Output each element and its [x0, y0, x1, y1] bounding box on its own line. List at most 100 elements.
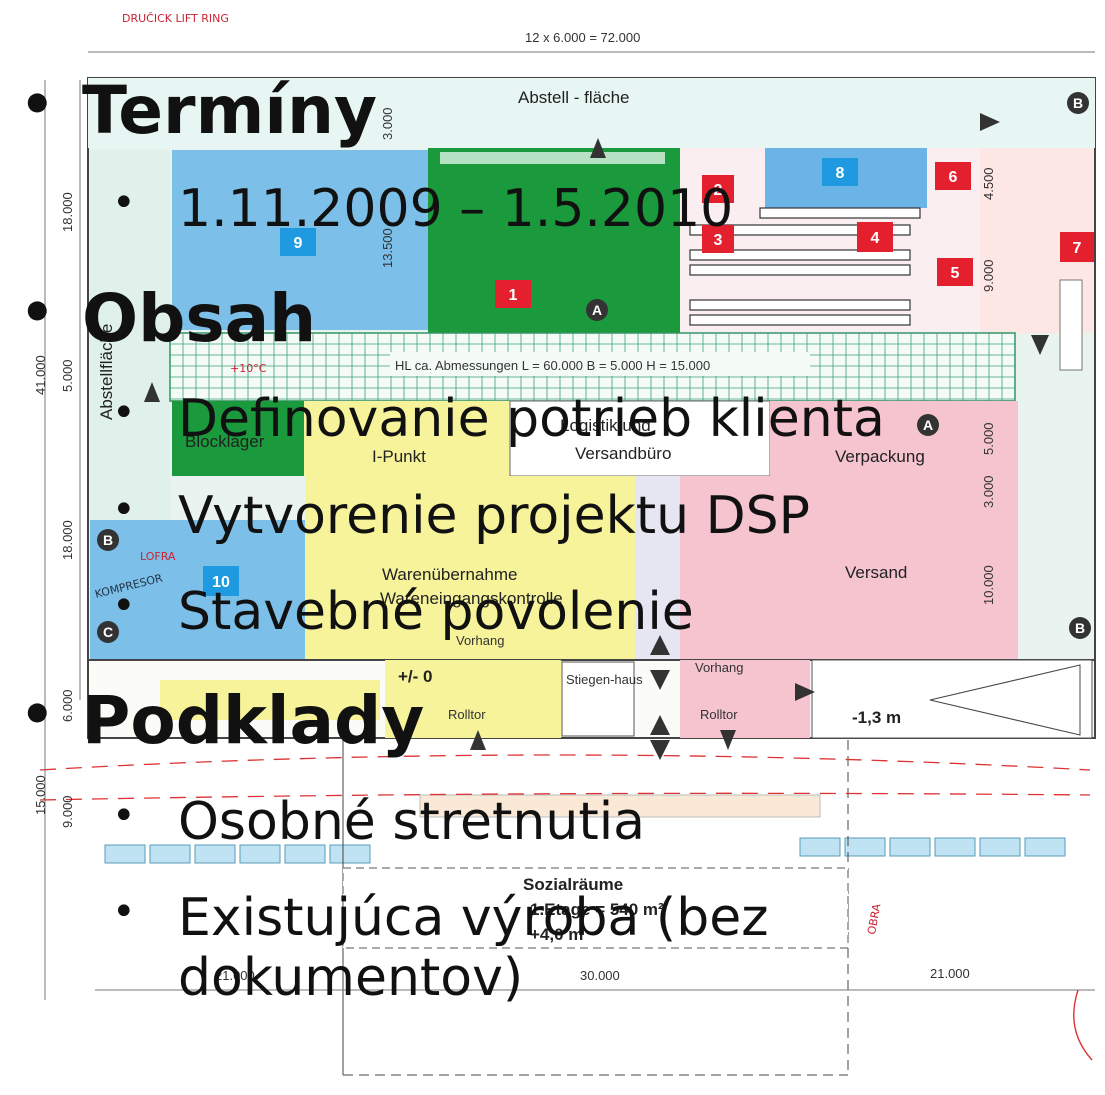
svg-text:6: 6	[949, 169, 958, 186]
bullet-dot: •	[20, 73, 55, 136]
abstellflaeche-left-label: Abstellfläche	[97, 324, 116, 420]
bullet-dot: •	[112, 583, 136, 629]
bullet-obsah-2: •Vytvorenie projektu DSP	[112, 486, 810, 546]
abstellflaeche-left-zone	[90, 150, 170, 520]
blocklager-zone	[172, 401, 304, 476]
badge-4: 4	[857, 222, 893, 252]
badge-10: 10	[203, 566, 239, 596]
dim-left-5: 15.000	[33, 775, 48, 815]
versandbuero-zone	[509, 400, 771, 477]
dim-bottom-1: 21.000	[215, 968, 255, 983]
i-punkt-zone	[304, 401, 510, 476]
marker-b-1: B	[1067, 92, 1089, 114]
dim-left-7: 9.000	[60, 795, 75, 828]
bullet-dot: •	[112, 793, 136, 839]
sozial-info-label: 1.Etage = 540 m²	[530, 900, 664, 919]
badge-5: 5	[937, 258, 973, 286]
note-lofra: LOFRA	[140, 550, 176, 563]
bullet-dot: •	[20, 683, 55, 746]
rolltor-right-label: Rolltor	[700, 707, 738, 722]
dim-left-1: 18.000	[60, 192, 75, 232]
hl-label: HL ca. Abmessungen L = 60.000 B = 5.000 …	[395, 358, 710, 373]
bullet-dot: •	[112, 180, 136, 226]
dim-right-3: 5.000	[981, 422, 996, 455]
handwritten-title: DRUČICK LIFT RING	[122, 12, 229, 25]
badge-2: 2	[702, 175, 734, 203]
top-dimension: 12 x 6.000 = 72.000	[525, 30, 640, 45]
vorhang-right-label: Vorhang	[695, 660, 743, 675]
blocklager-label: Blocklager	[185, 432, 265, 451]
bullet-obsah-3: •Stavebné povolenie	[112, 582, 694, 642]
svg-text:B: B	[1075, 620, 1085, 636]
warenuebernahme-zone	[305, 476, 635, 660]
dim-right-2: 9.000	[981, 259, 996, 292]
versandbuero-label: Versandbüro	[575, 444, 671, 463]
bullet-terminy-date: •1.11.2009 – 1.5.2010	[112, 179, 734, 239]
svg-text:9: 9	[294, 235, 303, 252]
verpackung-zone	[770, 401, 1018, 476]
warenuebernahme-label: Warenübernahme	[382, 565, 517, 584]
svg-text:2: 2	[714, 182, 723, 199]
versand-zone	[680, 476, 1018, 660]
dim-bottom-3: 21.000	[930, 966, 970, 981]
bullet-obsah: •Obsah	[20, 280, 317, 357]
wareneingangskontrolle-label: Wareneingangskontrolle	[380, 589, 563, 608]
badge-3: 3	[702, 225, 734, 253]
dim-left-4: 18.000	[60, 520, 75, 560]
badge-6: 6	[935, 162, 971, 190]
versand-label: Versand	[845, 563, 907, 582]
badge-1: 1	[495, 280, 531, 308]
svg-text:8: 8	[836, 165, 845, 182]
bullet-podklady: •Podklady	[20, 682, 425, 759]
rolltor-right-zone	[680, 660, 810, 738]
svg-text:7: 7	[1073, 240, 1082, 257]
sozialraeume-label: Sozialräume	[523, 875, 623, 894]
zone-10-area	[90, 520, 305, 660]
zone-1-area	[428, 148, 680, 333]
bullet-podklady-1: •Osobné stretnutia	[112, 792, 646, 852]
dim-right-1: 4.500	[981, 167, 996, 200]
svg-text:C: C	[103, 624, 113, 640]
i-punkt-label: I-Punkt	[372, 447, 426, 466]
badge-8: 8	[822, 158, 858, 186]
dim-inner-1: 3.000	[380, 107, 395, 140]
svg-text:1: 1	[509, 287, 518, 304]
level-zero-label: +/- 0	[398, 667, 433, 686]
rolltor-left-label: Rolltor	[448, 707, 486, 722]
svg-text:B: B	[1073, 95, 1083, 111]
svg-text:A: A	[923, 417, 933, 433]
dim-left-2: 41.000	[33, 355, 48, 395]
svg-text:B: B	[103, 532, 113, 548]
abstellflaeche-top-label: Abstell - fläche	[518, 88, 630, 107]
bullet-dot: •	[112, 390, 136, 436]
dim-bottom-2: 30.000	[580, 968, 620, 983]
sozial-height-label: +4,0 m	[530, 925, 583, 944]
dim-left-3: 5.000	[60, 359, 75, 392]
badge-9: 9	[280, 228, 316, 256]
svg-text:A: A	[592, 302, 602, 318]
abstellflaeche-top-zone	[88, 78, 1095, 148]
verpackung-label: Verpackung	[835, 447, 925, 466]
svg-text:10: 10	[212, 574, 230, 591]
marker-c-1: C	[97, 621, 119, 643]
marker-a-1: A	[586, 299, 608, 321]
vorhang-left-label: Vorhang	[456, 633, 504, 648]
svg-text:5: 5	[951, 265, 960, 282]
bullet-dot: •	[20, 281, 55, 344]
bullet-dot: •	[112, 889, 136, 935]
marker-a-2: A	[917, 414, 939, 436]
bullet-obsah-1: •Definovanie potrieb klienta	[112, 389, 885, 449]
bullet-terminy: •Termíny	[20, 72, 377, 149]
svg-text:3: 3	[714, 232, 723, 249]
badge-7: 7	[1060, 232, 1094, 262]
note-obra: OBRA	[865, 902, 883, 935]
bullet-dot: •	[112, 487, 136, 533]
dim-left-6: 6.000	[60, 689, 75, 722]
dim-inner-2: 13.500	[380, 228, 395, 268]
dim-right-4: 3.000	[981, 475, 996, 508]
svg-text:4: 4	[871, 230, 880, 247]
marker-b-3: B	[1069, 617, 1091, 639]
sozialraeume-zone	[342, 867, 849, 949]
dim-right-5: 10.000	[981, 565, 996, 605]
